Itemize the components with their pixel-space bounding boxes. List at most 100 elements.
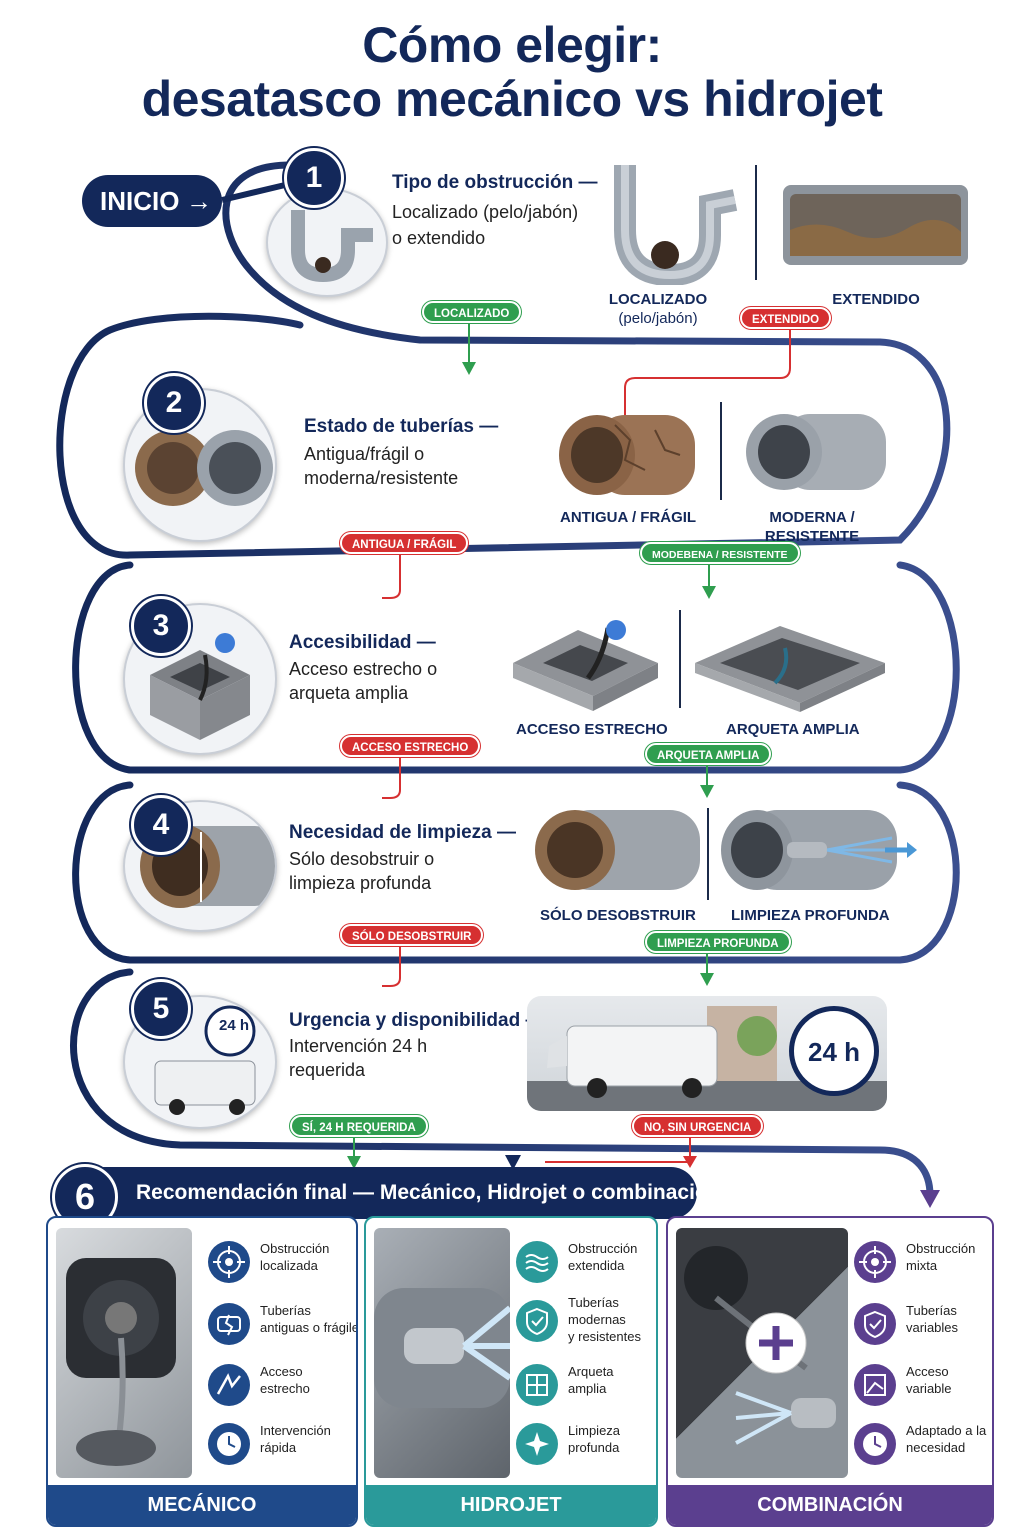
combo-tools-icon xyxy=(684,1246,836,1445)
start-label: INICIO xyxy=(100,186,180,216)
option-moderna-line2: RESISTENTE xyxy=(764,528,860,545)
localized-trap-image xyxy=(614,165,738,285)
step4-divider xyxy=(707,808,709,900)
dirty-pipe-image xyxy=(535,810,700,890)
step5-desc-1: Intervención 24 h xyxy=(289,1036,428,1056)
title-line-2: desatasco mecánico vs hidrojet xyxy=(141,71,883,127)
page-title: Cómo elegir: desatasco mecánico vs hidro… xyxy=(0,18,1024,126)
hidrojet-f3-l2: amplia xyxy=(568,1381,607,1396)
combinacion-f4-l2: necesidad xyxy=(906,1440,966,1455)
start-badge: INICIO → xyxy=(82,175,222,227)
tag-extendido: EXTENDIDO xyxy=(740,307,832,329)
mecanico-f2-l2: antiguas o frágiles xyxy=(260,1320,358,1335)
tag-nourg: NO, SIN URGENCIA xyxy=(632,1115,764,1137)
step5-thumbnail xyxy=(123,995,277,1129)
step3-number: 3 xyxy=(131,596,191,656)
clock-icon xyxy=(208,1423,250,1465)
modern-pipe-image xyxy=(746,414,886,490)
step3-desc-1: Acceso estrecho o xyxy=(289,659,438,679)
option-moderna-line1: MODERNA / xyxy=(769,509,855,526)
combinacion-footer: COMBINACIÓN xyxy=(668,1485,992,1525)
tag-si24: SÍ, 24 H REQUERIDA xyxy=(290,1115,428,1137)
clock-24h-badge: 24 h xyxy=(789,1006,879,1096)
step2-title: Estado de tuberías — xyxy=(304,416,499,437)
hidrojet-f1-l1: Obstrucción xyxy=(568,1241,638,1256)
option-moderna-label: MODERNA / RESISTENTE xyxy=(752,508,872,546)
old-pipe-image xyxy=(559,415,695,495)
hidrojet-footer: HIDROJET xyxy=(366,1485,656,1525)
step3-desc-2: arqueta amplia xyxy=(289,683,409,703)
step5-desc-2: requerida xyxy=(289,1060,366,1080)
step3-divider xyxy=(679,610,681,708)
step4-desc-1: Sólo desobstruir o xyxy=(289,849,435,869)
mecanico-f4-l1: Intervención xyxy=(260,1423,331,1438)
tag-localizado: LOCALIZADO xyxy=(422,301,522,323)
hidrojet-f4-l2: profunda xyxy=(568,1440,620,1455)
tag-antigua: ANTIGUA / FRÁGIL xyxy=(340,532,469,554)
combinacion-f2-l2: variables xyxy=(906,1320,959,1335)
sink-trap-icon xyxy=(291,210,373,283)
tag-estrecho: ACCESO ESTRECHO xyxy=(340,735,481,757)
van-street-image: 24 h xyxy=(527,996,887,1111)
step1-number: 1 xyxy=(284,148,344,208)
variable-access-icon xyxy=(854,1364,896,1406)
mecanico-f1-l1: Obstrucción xyxy=(260,1241,330,1256)
mecanico-image xyxy=(56,1228,192,1478)
combinacion-f1-l1: Obstrucción xyxy=(906,1241,976,1256)
step1-thumbnail xyxy=(266,188,388,297)
combinacion-image xyxy=(676,1228,848,1478)
mecanico-f3-l2: estrecho xyxy=(260,1381,310,1396)
option-localizado-line1: LOCALIZADO xyxy=(608,291,708,308)
option-antigua-label: ANTIGUA / FRÁGIL xyxy=(560,509,697,526)
combinacion-f1-l2: mixta xyxy=(906,1258,938,1273)
mecanico-f1-l2: localizada xyxy=(260,1258,318,1273)
combinacion-f3-l1: Acceso xyxy=(906,1364,949,1379)
clock-24h-text: 24 h xyxy=(807,1037,861,1067)
hidrojet-f4-l1: Limpieza xyxy=(568,1423,621,1438)
wide-manhole-image xyxy=(695,626,885,712)
hidrojet-f2-l3: y resistentes xyxy=(568,1329,641,1344)
hidrojet-f1-l2: extendida xyxy=(568,1258,625,1273)
step1-title: Tipo de obstrucción — xyxy=(392,172,598,193)
option-localizado-line2: (pelo/jabón) xyxy=(618,310,698,327)
jet-nozzle-icon xyxy=(374,1288,510,1408)
option-solo-label: SÓLO DESOBSTRUIR xyxy=(540,907,696,924)
step5-number: 5 xyxy=(131,979,191,1039)
pipe-compare-icon xyxy=(135,430,273,506)
wide-access-icon xyxy=(516,1364,558,1406)
extended-pipe-image xyxy=(783,185,968,265)
mecanico-f4-l2: rápida xyxy=(260,1440,297,1455)
tag-solo: SÓLO DESOBSTRUIR xyxy=(340,924,484,946)
step2-divider xyxy=(720,402,722,500)
step2-number: 2 xyxy=(144,373,204,433)
step2-desc-2: moderna/resistente xyxy=(304,468,459,488)
step3-title: Accesibilidad — xyxy=(289,632,436,653)
step3-thumbnail xyxy=(123,603,277,755)
shield-check-icon xyxy=(854,1303,896,1345)
step5-title: Urgencia y disponibilidad — xyxy=(289,1010,545,1031)
final-header-bar xyxy=(52,1167,697,1219)
narrow-access-image xyxy=(513,620,658,711)
step1-divider xyxy=(755,165,757,280)
pipe-fragile-icon xyxy=(208,1303,250,1345)
van-icon xyxy=(527,1006,887,1111)
tag-amplia: ARQUETA AMPLIA xyxy=(645,743,772,765)
deep-clean-pipe-image xyxy=(721,810,917,890)
combinacion-f3-l2: variable xyxy=(906,1381,952,1396)
option-localizado-label: LOCALIZADO (pelo/jabón) xyxy=(598,290,718,328)
waves-icon xyxy=(516,1241,558,1283)
sparkle-icon xyxy=(516,1423,558,1465)
combinacion-f4-l1: Adaptado a la xyxy=(906,1423,987,1438)
van-clock-icon xyxy=(154,1005,256,1115)
step4-desc-2: limpieza profunda xyxy=(289,873,432,893)
target-icon xyxy=(854,1241,896,1283)
step4-title: Necesidad de limpieza — xyxy=(289,822,517,843)
step4-number: 4 xyxy=(131,795,191,855)
clock-icon xyxy=(854,1423,896,1465)
